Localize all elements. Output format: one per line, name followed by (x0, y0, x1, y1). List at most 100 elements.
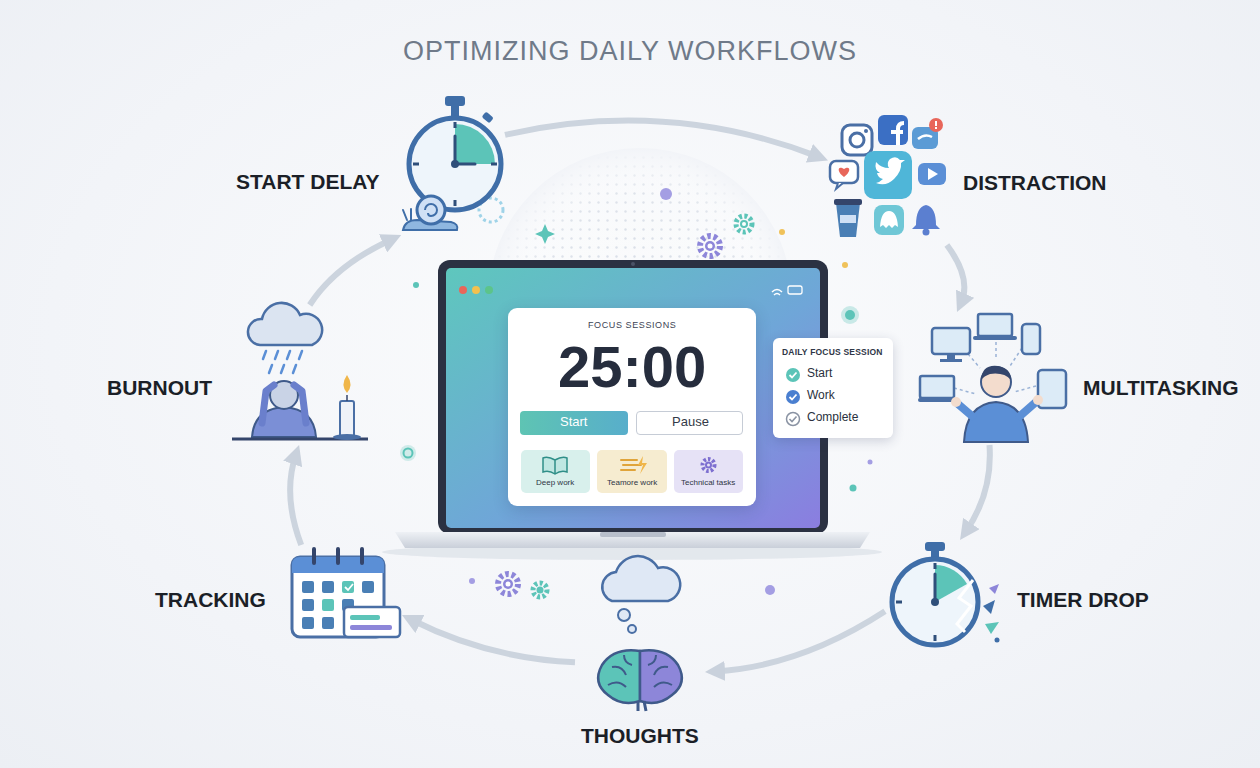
decorations (533, 583, 547, 597)
distraction-icon (918, 163, 946, 185)
team-icon (638, 456, 647, 474)
timer-drop-icon (995, 638, 1000, 643)
burnout-icon (346, 395, 348, 401)
stage-label: TIMER DROP (1017, 588, 1149, 612)
start-delay-icon (451, 104, 459, 116)
tracking-icon (314, 549, 362, 563)
start-delay-icon (403, 96, 503, 230)
distraction-icon (929, 118, 943, 132)
multitasking-icon (978, 314, 1012, 336)
decorations (660, 188, 672, 200)
category-tile: Teamore work (597, 450, 667, 493)
tracking-icon (322, 599, 334, 611)
distraction-icon (918, 135, 932, 139)
distraction-icon (891, 123, 904, 145)
category-tile: Deep work (521, 450, 590, 493)
cycle-stage: START DELAY (232, 92, 505, 235)
cycle-arrow (505, 121, 819, 157)
decorations (868, 460, 873, 465)
decorations (740, 220, 748, 228)
start-delay-icon (482, 111, 494, 123)
start-button: Start (520, 411, 628, 435)
decorations (498, 574, 518, 594)
pause-button: Pause (636, 411, 743, 435)
tracking-icon (345, 584, 353, 590)
distraction-icon (876, 157, 906, 184)
start-delay-icon (413, 122, 497, 206)
diagram-title: OPTIMIZING DAILY WORKFLOWS (0, 36, 1260, 67)
decorations (779, 229, 785, 235)
decorations (742, 222, 746, 226)
check-icons (786, 368, 800, 382)
cycle-stage: MULTITASKING (918, 312, 1243, 445)
distraction-icon (836, 203, 860, 237)
gear-icon (705, 462, 712, 469)
multitasking-icon (1022, 324, 1040, 354)
multitasking-icon (958, 402, 1036, 416)
gear-icon (703, 459, 715, 471)
timer-heading: FOCUS SESSIONS (588, 320, 676, 330)
distraction-icon (912, 205, 940, 229)
thoughts-icon (598, 556, 682, 711)
timer-drop-icon (896, 563, 935, 641)
timer-drop-icon (985, 622, 999, 634)
thoughts-icon (598, 650, 640, 703)
distraction-icon (830, 115, 946, 237)
tracking-icon (350, 615, 380, 620)
button-label: Start (560, 415, 587, 430)
laptop (631, 262, 635, 266)
decorations (537, 587, 544, 594)
distraction-icon (928, 168, 938, 180)
multitasking-icon (973, 336, 1017, 340)
distraction-icon (850, 133, 864, 147)
distraction-icon (830, 161, 858, 183)
thoughts-icon (618, 609, 630, 621)
gear-icon (707, 464, 710, 467)
multitasking-icon (1033, 395, 1043, 405)
tracking-icon (292, 549, 400, 637)
tile-label: Teamore work (607, 478, 657, 487)
distraction-icon (834, 199, 862, 205)
checklist-title: DAILY FOCUS SESSION (782, 348, 883, 358)
timer-drop-icon (957, 580, 973, 632)
start-delay-icon (403, 209, 411, 220)
book-icon (543, 457, 567, 474)
distraction-icon (935, 127, 937, 129)
check-icons (787, 413, 800, 426)
multitasking-icon (920, 376, 954, 398)
timer-card: StartPause Deep work Teamore work Techni… (508, 308, 756, 506)
cycle-arrow (966, 445, 990, 532)
cycle-stage: TRACKING (150, 545, 402, 645)
cycle-arrow (947, 245, 964, 303)
tracking-icon (322, 617, 334, 629)
burnout-icon (340, 401, 354, 437)
timer-drop-icon (892, 559, 978, 645)
decorations (765, 585, 775, 595)
cycle-arrow (290, 454, 301, 545)
distraction-icon (880, 211, 898, 228)
check-icons (790, 373, 797, 378)
tracking-icon (362, 581, 374, 593)
distraction-icon (842, 125, 872, 155)
thoughts-icon (638, 701, 646, 711)
stage-label: MULTITASKING (1083, 376, 1239, 400)
burnout-icon (344, 375, 351, 393)
distraction-icon (839, 168, 850, 177)
burnout-icon (263, 351, 302, 373)
checklist-item: Complete (807, 411, 858, 425)
check-icons (786, 390, 800, 404)
check-icons (790, 417, 797, 422)
decorations (708, 244, 713, 249)
thoughts-icon (640, 650, 682, 703)
cycle-stage: THOUGHTS (575, 555, 705, 750)
decorations (841, 306, 859, 324)
decorations (850, 485, 857, 492)
multitasking-icon (981, 366, 1011, 380)
laptop (395, 532, 870, 548)
laptop (459, 286, 467, 294)
cycle-stage: DISTRACTION (828, 115, 1111, 245)
multitasking-icon (932, 328, 970, 354)
burnout-icon (262, 385, 306, 423)
laptop (438, 260, 828, 534)
decorations (404, 449, 413, 458)
